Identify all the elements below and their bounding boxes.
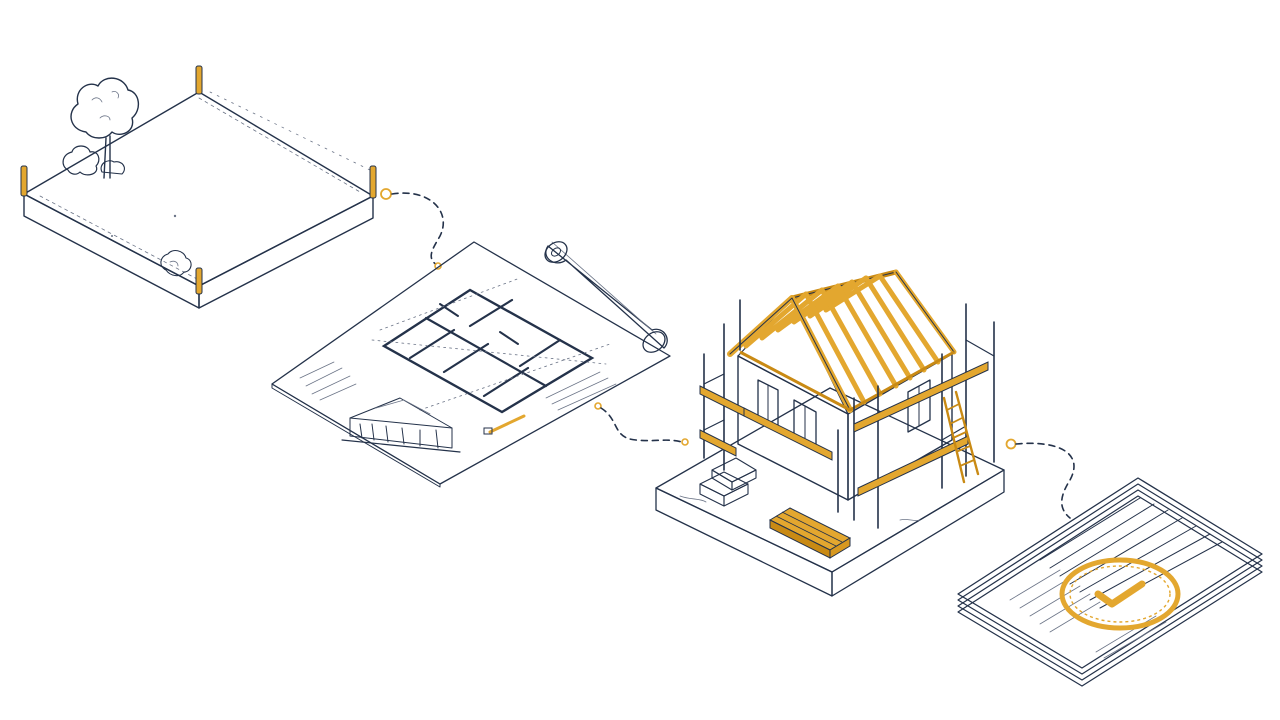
lumber-stack-icon [768,507,852,559]
step-blueprint [271,241,671,488]
step-approval [957,477,1263,687]
tree-icon [62,77,139,179]
legend-lines [299,361,617,411]
connector-plans-to-construction [594,402,689,446]
approval-check-icon [1059,557,1181,631]
window-icon [757,379,931,451]
stake-icon [20,65,377,295]
step-site-plot [20,65,377,309]
shrub-icon [160,249,192,277]
rolled-paper-icon [544,241,668,353]
elevation-drawing-icon [341,397,461,453]
connector-construction-to-approval [1005,438,1075,519]
ladder-icon [942,390,980,484]
brick-pile-icon [699,457,757,507]
floor-plan-icon [371,277,611,414]
scaffolding-icon [699,299,995,529]
step-construction [655,269,1005,597]
roof-rafters-icon [727,269,957,413]
connector-site-to-plans [380,188,445,270]
